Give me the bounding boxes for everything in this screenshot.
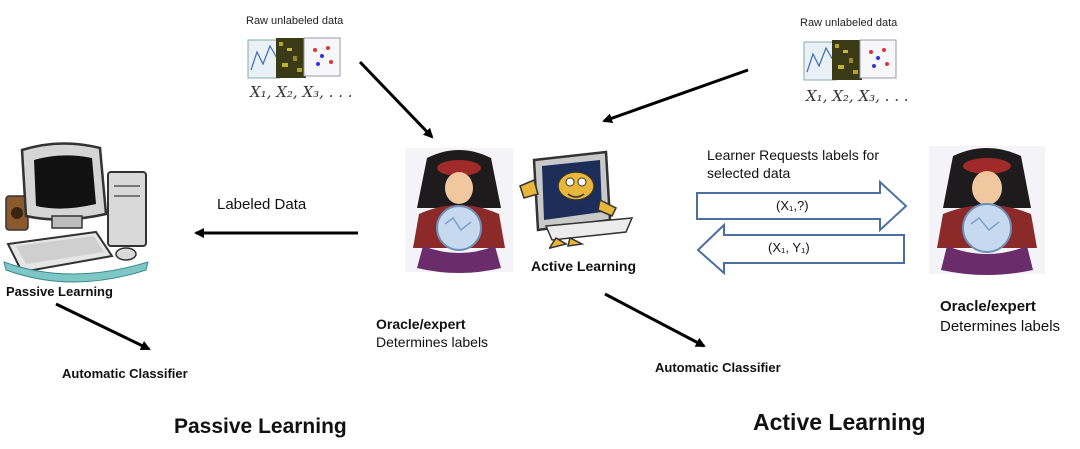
raw-data-label-right: Raw unlabeled data (800, 17, 898, 29)
oracle-subtitle-right: Determines labels (940, 318, 1061, 335)
raw-data-label-left: Raw unlabeled data (246, 15, 344, 27)
active-classifier-label: Automatic Classifier (655, 360, 781, 375)
oracle-icon-right (929, 146, 1045, 275)
raw-data-sequence-left: X₁, X₂, X₃, . . . (250, 83, 353, 101)
raw-to-oracle-arrow (358, 60, 434, 139)
learner-computer-icon (519, 150, 634, 250)
learner-request-text: Learner Requests labels for selected dat… (707, 147, 879, 181)
raw-data-thumbnail-right (803, 39, 897, 81)
query-arrow-label: (X₁,?) (776, 198, 809, 213)
oracle-title-center: Oracle/expert (376, 316, 466, 332)
answer-block-arrow (696, 222, 905, 276)
labeled-data-label: Labeled Data (217, 196, 307, 213)
oracle-title-right: Oracle/expert (940, 298, 1036, 315)
raw-data-sequence-right: X₁, X₂, X₃, . . . (806, 87, 909, 105)
active-learning-node-label: Active Learning (531, 258, 637, 274)
query-block-arrow (696, 179, 908, 233)
computer-icon (3, 142, 149, 283)
active-section-title: Active Learning (753, 409, 926, 435)
oracle-subtitle-center: Determines labels (376, 334, 489, 350)
passive-to-classifier-arrow (55, 302, 151, 351)
oracle-icon (405, 148, 513, 273)
passive-section-title: Passive Learning (174, 415, 347, 438)
passive-learning-node-label: Passive Learning (6, 284, 113, 299)
raw-to-active-arrow (602, 68, 749, 124)
answer-arrow-label: (X₁, Y₁) (768, 240, 810, 255)
passive-classifier-label: Automatic Classifier (62, 366, 188, 381)
raw-data-thumbnail-left (247, 37, 341, 79)
active-to-classifier-arrow (604, 292, 706, 348)
